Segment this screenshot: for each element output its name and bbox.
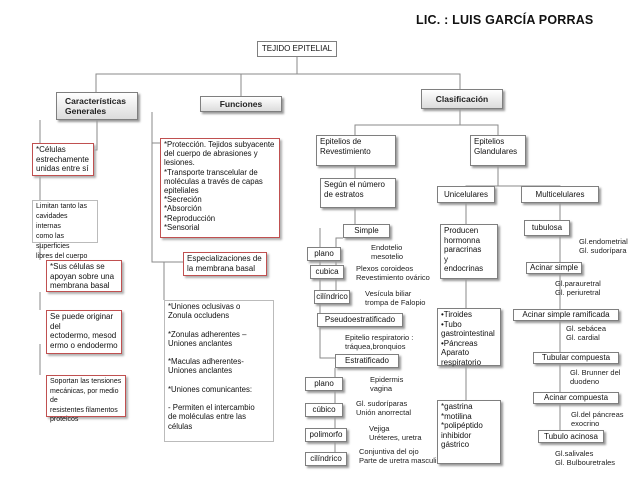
header-caracteristicas: Características Generales (56, 92, 138, 120)
acinar-simple-ejemplos: Gl.parauretral Gl. periuretral (555, 279, 601, 297)
epitelios-glandulares: Epitelios Glandulares (470, 135, 526, 166)
estratificado-cilindrico: cilíndrico (305, 452, 347, 466)
simple-cubica: cubica (310, 265, 344, 279)
epitelio-simple: Simple (343, 224, 390, 238)
simple-cilindrico-ejemplos: Vesícula biliar trompa de Falopio (365, 289, 426, 307)
author-credit: LIC. : LUIS GARCÍA PORRAS (416, 13, 594, 27)
pseudoestratificado: Pseudoestratificado (317, 313, 403, 327)
glandula-tubular-compuesta: Tubular compuesta (533, 352, 619, 364)
uniones-celulares: *Uniones oclusivas o Zonula occludens *Z… (164, 300, 274, 442)
acinar-ramificada-ejemplos: Gl. sebácea Gl. cardial (566, 324, 607, 342)
segun-estratos: Según el número de estratos (320, 178, 396, 208)
glandulas-multicelulares: Multicelulares (521, 186, 599, 203)
organos-secretores: •Tiroides •Tubo gastrointestinal •Páncre… (437, 308, 501, 367)
estratificado-polimorfo-ejemplos: Vejiga Uréteres, uretra (369, 424, 422, 442)
caracteristica-celulas-unidas: *Células estrechamente unidas entre sí (32, 143, 94, 176)
tubulo-acinosa-ejemplos: Gl.salivales Gl. Bulbouretrales (555, 449, 616, 467)
glandula-tubulosa: tubulosa (524, 220, 570, 236)
caracteristica-origen-embrionario: Se puede originar del ectodermo, mesod e… (46, 310, 122, 354)
tubular-compuesta-ejemplos: Gl. Brunner del duodeno (570, 368, 621, 386)
acinar-compuesta-ejemplos: Gl.del páncreas exocrino (571, 410, 624, 428)
glandula-tubulo-acinosa: Tubulo acinosa (538, 430, 604, 443)
caracteristica-limitan-cavidades: Limitan tanto las cavidades internas com… (32, 200, 98, 260)
pseudoestratificado-ejemplos: Epitelio respiratorio : tráquea,bronquio… (345, 333, 414, 351)
tubulosa-ejemplos: Gl.endometrial Gl. sudorípara (579, 237, 628, 255)
glandula-acinar-compuesta: Acinar compuesta (533, 392, 619, 404)
estratificado-cubico: cúbico (305, 403, 343, 417)
simple-plano: plano (307, 247, 341, 261)
estratificado-cubico-ejemplos: Gl. sudoríparas Unión anorrectal (356, 399, 412, 417)
root-node: TEJIDO EPITELIAL (257, 41, 337, 57)
estratificado: Estratificado (335, 354, 399, 368)
header-funciones: Funciones (200, 96, 282, 112)
header-clasificacion: Clasificación (421, 89, 503, 109)
simple-plano-ejemplos: Endotelio mesotelio (371, 243, 404, 261)
estratificado-plano: plano (305, 377, 343, 391)
simple-cilindrico: cilíndrico (314, 290, 350, 304)
simple-cubica-ejemplos: Plexos coroideos Revestimiento ovárico (356, 264, 430, 282)
estratificado-cilindrico-ejemplos: Conjuntiva del ojo Parte de uretra mascu… (359, 447, 445, 465)
caracteristica-membrana-basal: *Sus células se apoyan sobre una membran… (46, 260, 122, 292)
glandula-acinar-ramificada: Acinar simple ramificada (513, 309, 619, 321)
funciones-lista: *Protección. Tejidos subyacente del cuer… (160, 138, 280, 238)
estratificado-polimorfo: polimorfo (305, 428, 347, 442)
caracteristica-tensiones-mecanicas: Soportan las tensiones mecánicas, por me… (46, 375, 126, 423)
estratificado-plano-ejemplos: Epidermis vagina (370, 375, 404, 393)
glandula-acinar-simple: Acinar simple (526, 262, 582, 274)
producen-hormonas: Producen hormonna paracrinas y endocrina… (440, 224, 498, 279)
glandulas-unicelulares: Unicelulares (437, 186, 495, 203)
especializaciones-membrana: Especializaciones de la membrana basal (183, 252, 267, 276)
epitelios-revestimiento: Epitelios de Revestimiento (316, 135, 396, 166)
hormonas-gastricas: *gastrina *motilina *polipéptido inhibid… (437, 400, 501, 464)
